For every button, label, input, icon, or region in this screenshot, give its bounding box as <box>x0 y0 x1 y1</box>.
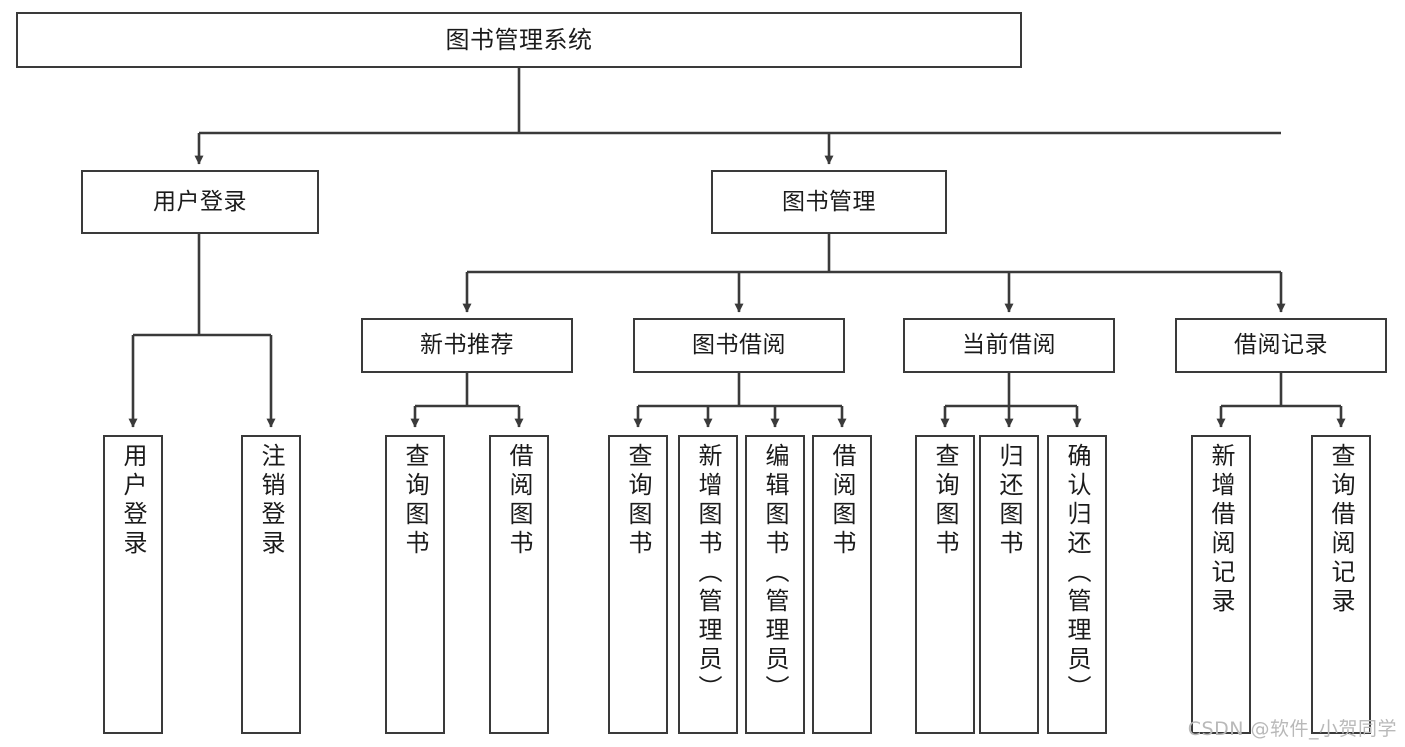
node-label: 归还图书 <box>995 443 1023 559</box>
node-leaf-query-book-2[interactable]: 查询图书 <box>608 435 668 734</box>
node-leaf-query-book-3[interactable]: 查询图书 <box>915 435 975 734</box>
node-label: 借阅图书 <box>505 443 533 559</box>
node-label: 编辑图书（管理员） <box>761 443 789 704</box>
node-label: 确认归还（管理员） <box>1063 443 1091 704</box>
node-label: 查询图书 <box>931 443 959 559</box>
node-label: 查询借阅记录 <box>1327 443 1355 617</box>
node-label: 查询图书 <box>624 443 652 559</box>
node-book-borrowing[interactable]: 图书借阅 <box>633 318 845 373</box>
node-label: 新增图书（管理员） <box>694 443 722 704</box>
node-label: 用户登录 <box>119 443 147 559</box>
node-leaf-logout[interactable]: 注销登录 <box>241 435 301 734</box>
node-label: 新书推荐 <box>420 332 514 358</box>
node-new-book-recommendation[interactable]: 新书推荐 <box>361 318 573 373</box>
node-leaf-add-book-admin[interactable]: 新增图书（管理员） <box>678 435 738 734</box>
node-leaf-query-book-1[interactable]: 查询图书 <box>385 435 445 734</box>
node-label: 注销登录 <box>257 443 285 559</box>
node-borrowing-records[interactable]: 借阅记录 <box>1175 318 1387 373</box>
node-book-management[interactable]: 图书管理 <box>711 170 947 234</box>
node-label: 借阅记录 <box>1234 332 1328 358</box>
node-leaf-borrow-book-1[interactable]: 借阅图书 <box>489 435 549 734</box>
node-leaf-borrow-book-2[interactable]: 借阅图书 <box>812 435 872 734</box>
node-label: 查询图书 <box>401 443 429 559</box>
node-label: 借阅图书 <box>828 443 856 559</box>
node-leaf-add-borrow-record[interactable]: 新增借阅记录 <box>1191 435 1251 734</box>
node-root-book-management-system[interactable]: 图书管理系统 <box>16 12 1022 68</box>
node-label: 图书管理 <box>782 188 876 215</box>
node-label: 图书管理系统 <box>445 26 593 54</box>
node-leaf-confirm-return-admin[interactable]: 确认归还（管理员） <box>1047 435 1107 734</box>
node-label: 当前借阅 <box>962 332 1056 358</box>
node-current-borrowing[interactable]: 当前借阅 <box>903 318 1115 373</box>
node-label: 新增借阅记录 <box>1207 443 1235 617</box>
node-leaf-query-borrow-record[interactable]: 查询借阅记录 <box>1311 435 1371 734</box>
node-leaf-edit-book-admin[interactable]: 编辑图书（管理员） <box>745 435 805 734</box>
node-leaf-return-book[interactable]: 归还图书 <box>979 435 1039 734</box>
node-label: 图书借阅 <box>692 332 786 358</box>
node-label: 用户登录 <box>153 188 247 215</box>
watermark-csdn: CSDN @软件_小贺同学 <box>1187 718 1397 740</box>
node-user-login[interactable]: 用户登录 <box>81 170 319 234</box>
node-leaf-user-login[interactable]: 用户登录 <box>103 435 163 734</box>
